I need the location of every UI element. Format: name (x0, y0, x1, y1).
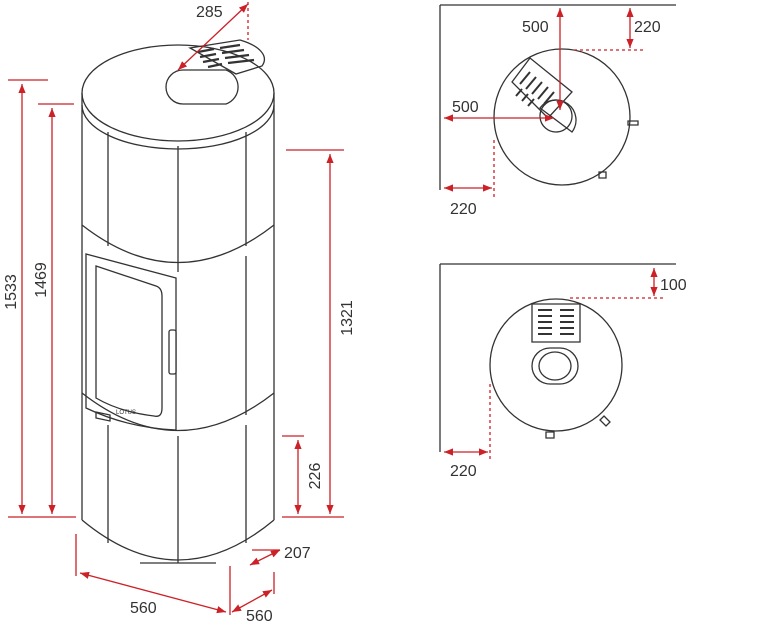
stove-top-ellipse (81, 44, 275, 142)
firebox-door (85, 253, 177, 431)
wall-grille-outline (531, 303, 581, 343)
front-view-stove (81, 39, 275, 564)
wall-dim-back: 100 (660, 277, 687, 294)
corner-outlet-ring (539, 99, 573, 133)
dim-total-height: 1533 (3, 274, 20, 310)
stove-logo: LOTUS (116, 410, 136, 416)
wall-plan-view (439, 263, 676, 452)
wall-outlet (531, 347, 579, 385)
wall-outlet-ring (538, 351, 572, 381)
wall-stove-outline (489, 298, 623, 432)
outlet-opening (165, 69, 239, 105)
corner-handle (627, 120, 639, 126)
corner-dim-top-value: 220 (634, 19, 661, 36)
corner-stove-outline (493, 48, 631, 186)
wall-dim-side: 220 (450, 463, 477, 480)
wall-plan-dimensions (444, 268, 664, 460)
dim-inlet-center: 207 (284, 545, 311, 562)
front-view-dimensions (8, 2, 344, 615)
corner-plan-view (439, 4, 676, 190)
wall-handle (599, 415, 611, 427)
door-handle (168, 329, 177, 375)
corner-dim-top-label: 500 (522, 19, 549, 36)
corner-foot (598, 171, 607, 179)
corner-dim-side-value: 220 (450, 201, 477, 218)
wall-foot (545, 431, 555, 439)
dim-ash-door-height: 226 (307, 463, 324, 490)
corner-grille-outline (511, 57, 573, 119)
dim-outlet-height: 1469 (33, 262, 50, 298)
door-glass (95, 265, 163, 417)
dim-outlet-offset: 285 (196, 4, 223, 21)
door-foot-left (95, 411, 111, 422)
wall-grille-slots (538, 309, 574, 335)
dim-air-inlet-height: 1321 (339, 300, 356, 336)
corner-plan-dimensions (444, 8, 644, 200)
corner-dim-side-label: 500 (452, 99, 479, 116)
corner-grille-slots (515, 71, 555, 107)
lower-band (81, 392, 275, 432)
dim-depth: 560 (246, 608, 273, 625)
dim-width: 560 (130, 600, 157, 617)
